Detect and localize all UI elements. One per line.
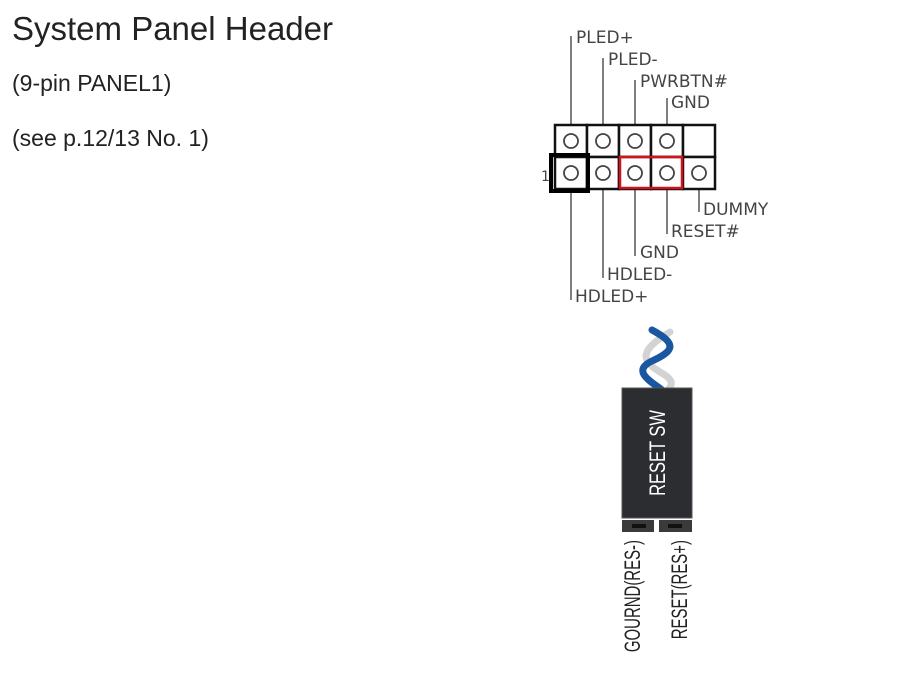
pin-label-neg: GOURND(RES-) [620, 540, 645, 652]
header-subtitle: (9-pin PANEL1) [12, 70, 172, 96]
label-dummy: DUMMY [703, 200, 769, 220]
reset-highlight [618, 155, 684, 190]
page-reference: (see p.12/13 No. 1) [12, 125, 209, 151]
label-pled-minus: PLED- [608, 50, 658, 70]
label-pwrbtn: PWRBTN# [640, 72, 728, 92]
connector-label: RESET SW [646, 410, 671, 496]
label-gnd-bottom: GND [640, 243, 679, 263]
pin1-marker: 1 [541, 169, 550, 185]
label-gnd-top: GND [671, 93, 710, 113]
label-hdled-minus: HDLED- [607, 265, 672, 285]
twisted-wires [639, 326, 675, 394]
pin-label-pos: RESET(RES+) [667, 540, 692, 639]
leader-lines [570, 36, 700, 300]
label-reset: RESET# [671, 222, 740, 242]
page-title: System Panel Header [12, 10, 333, 47]
label-pled-plus: PLED+ [576, 28, 634, 48]
reset-sw-connector [621, 387, 693, 519]
pins [563, 133, 707, 181]
pin1-box [549, 153, 590, 193]
label-hdled-plus: HDLED+ [575, 287, 648, 307]
